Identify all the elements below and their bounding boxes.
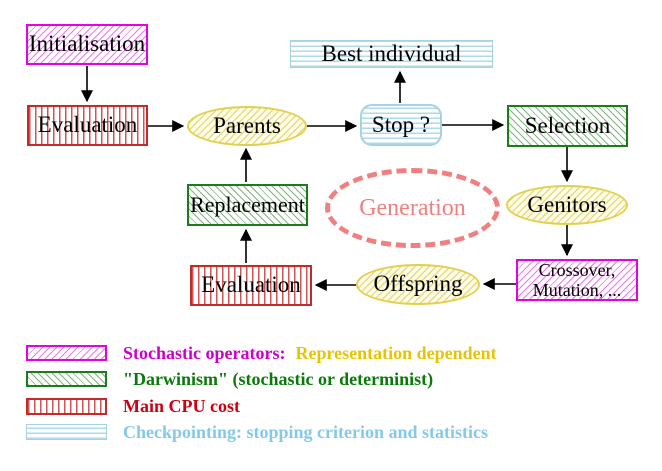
node-evaluation-bottom: Evaluation (190, 265, 312, 306)
legend-swatch-stochastic-operators (26, 345, 107, 361)
initialisation-label: Initialisation (28, 31, 146, 57)
node-selection: Selection (507, 105, 628, 147)
node-evaluation-top: Evaluation (27, 105, 148, 146)
stop-label: Stop ? (371, 111, 431, 137)
crossover-line1: Crossover, (538, 260, 616, 280)
evaluation-top-label: Evaluation (37, 112, 138, 138)
legend-item-main-cpu-cost: Main CPU cost (123, 395, 240, 417)
legend-swatch-checkpointing (26, 424, 107, 440)
legend-swatch-main-cpu-cost (26, 398, 107, 415)
node-crossover-mutation: Crossover, Mutation, ... (516, 259, 638, 301)
legend-swatch-darwinism (26, 371, 107, 387)
legend-item-darwinism: "Darwinism" (stochastic or determinist) (123, 368, 433, 390)
node-genitors: Genitors (506, 185, 628, 225)
node-stop: Stop ? (360, 104, 442, 146)
offspring-label: Offspring (373, 271, 463, 297)
legend-label-stochastic-operators: Stochastic operators: (123, 343, 286, 363)
crossover-mutation-label: Crossover, Mutation, ... (533, 260, 622, 300)
node-replacement: Replacement (187, 184, 308, 226)
selection-label: Selection (524, 112, 611, 138)
node-best-individual: Best individual (290, 40, 493, 68)
genitors-label: Genitors (527, 191, 607, 217)
parents-label: Parents (213, 112, 281, 138)
node-offspring: Offspring (356, 264, 480, 305)
legend-item-stochastic-operators: Stochastic operators: Representation depe… (123, 342, 497, 364)
legend-item-checkpointing: Checkpointing: stopping criterion and st… (123, 421, 488, 443)
crossover-line2: Mutation, ... (532, 280, 622, 300)
legend-label-checkpointing: Checkpointing: stopping criterion and st… (123, 422, 489, 442)
node-parents: Parents (187, 106, 307, 146)
node-initialisation: Initialisation (26, 24, 148, 65)
replacement-label: Replacement (190, 192, 305, 218)
legend-label-main-cpu-cost: Main CPU cost (123, 396, 240, 416)
best-individual-label: Best individual (321, 40, 462, 66)
legend-label-representation-dependent: Representation dependent (295, 343, 497, 363)
generation-label: Generation (359, 194, 466, 221)
legend-label-darwinism: "Darwinism" (stochastic or determinist) (123, 369, 434, 389)
evaluation-bottom-label: Evaluation (201, 272, 301, 298)
generation-cycle-ellipse: Generation (325, 168, 500, 248)
